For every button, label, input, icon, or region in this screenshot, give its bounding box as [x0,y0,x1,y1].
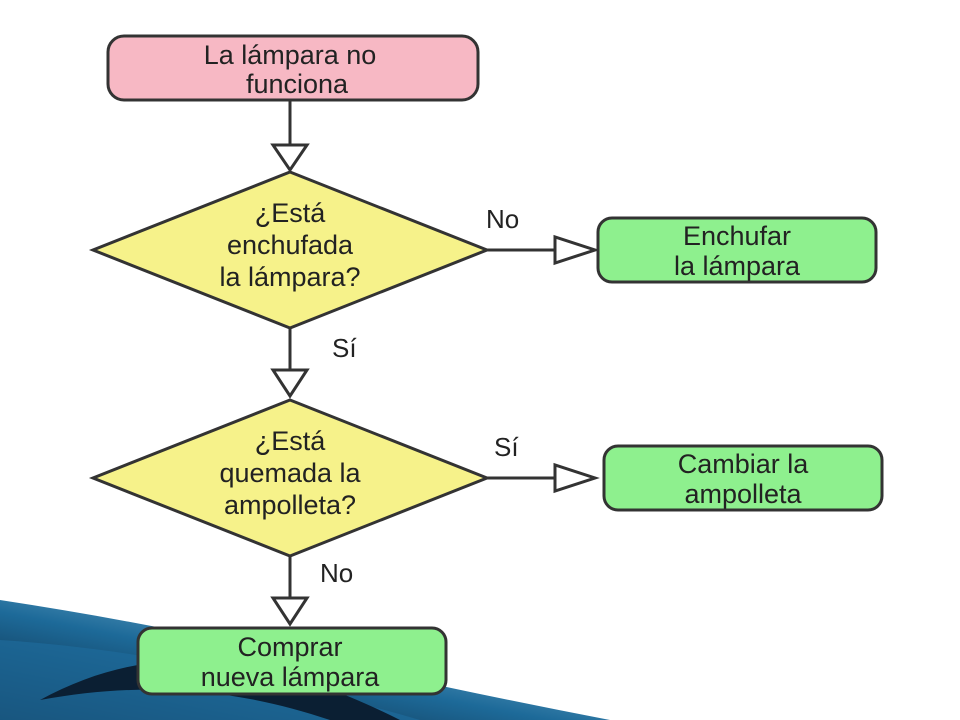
connectors [288,100,555,598]
start-box [106,34,480,102]
edge-labels: No Sí Sí No [320,204,519,588]
edge-label-plugged-yes: Sí [332,333,357,363]
action-plug-line2: la lámpara [674,251,801,281]
arrowheads [270,143,600,627]
arrowhead-right-icon [553,462,600,494]
action-replace-line1: Cambiar la [678,449,810,479]
decision-plugged-line3: la lámpara? [219,262,360,292]
edge-label-burnt-no: No [320,558,353,588]
decision-burnt-line1: ¿Está [255,426,327,456]
node-decision-plugged: ¿Está enchufada la lámpara? [88,170,492,330]
edge-label-burnt-yes: Sí [494,432,519,462]
action-buy-line1: Comprar [237,632,342,662]
node-decision-burnt: ¿Está quemada la ampolleta? [88,398,492,558]
decision-burnt-line2: quemada la [219,458,361,488]
action-plug-box [596,216,878,284]
edge-label-plugged-no: No [486,204,519,234]
node-action-plug: Enchufar la lámpara [596,216,878,284]
decision-plugged-diamond [88,170,492,330]
start-text-line2: funciona [246,69,349,99]
decision-burnt-line3: ampolleta? [224,490,356,520]
arrowhead-down-icon [270,143,310,173]
arrowhead-down-icon [270,596,310,627]
arrowhead-right-icon [553,234,600,266]
node-action-buy: Comprar nueva lámpara [136,626,448,696]
decision-plugged-line2: enchufada [227,230,354,260]
decision-burnt-diamond [88,398,492,558]
node-action-replace: Cambiar la ampolleta [602,444,884,512]
action-replace-line2: ampolleta [684,479,802,509]
action-buy-box [136,626,448,696]
decision-plugged-line1: ¿Está [255,198,327,228]
start-text-line1: La lámpara no [204,40,377,70]
action-plug-line1: Enchufar [683,221,791,251]
action-buy-line2: nueva lámpara [201,662,381,692]
node-start: La lámpara no funciona [106,34,480,102]
action-replace-box [602,444,884,512]
arrowhead-down-icon [270,368,310,399]
